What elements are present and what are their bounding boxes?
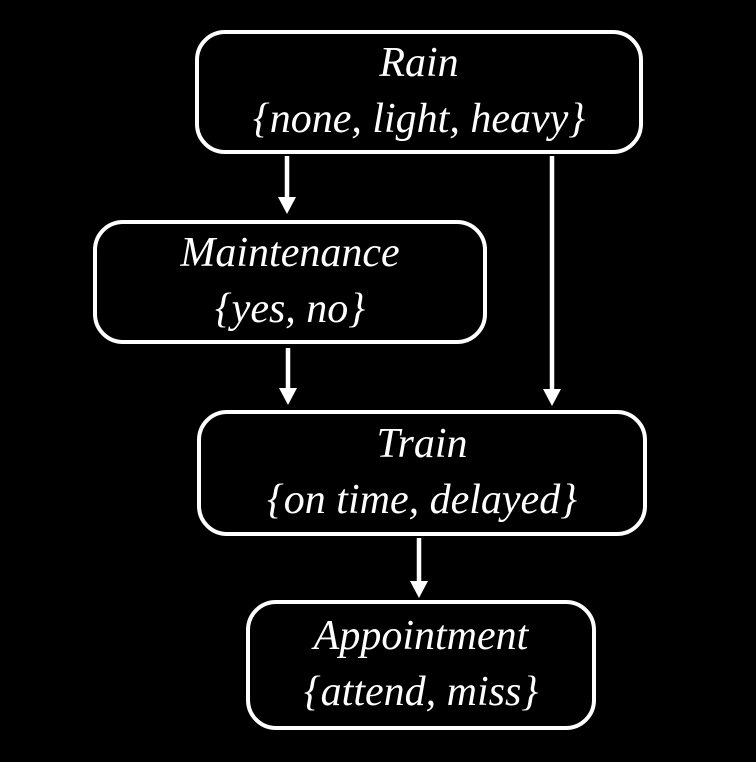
node-appointment-values: {attend, miss} bbox=[303, 669, 539, 715]
node-train-label: Train bbox=[376, 421, 468, 468]
node-appointment: Appointment {attend, miss} bbox=[246, 600, 596, 730]
node-train-values: {on time, delayed} bbox=[267, 477, 577, 523]
node-appointment-label: Appointment bbox=[313, 613, 529, 660]
node-maintenance: Maintenance {yes, no} bbox=[93, 220, 487, 344]
edge-rain-to-maintenance-arrow bbox=[278, 156, 296, 214]
node-train: Train {on time, delayed} bbox=[197, 410, 647, 536]
edge-train-to-appointment-arrow bbox=[410, 538, 428, 598]
node-rain: Rain {none, light, heavy} bbox=[195, 30, 643, 154]
node-rain-values: {none, light, heavy} bbox=[252, 96, 586, 142]
edge-maintenance-to-train-arrow bbox=[279, 348, 297, 405]
edge-rain-to-train-arrow bbox=[543, 156, 561, 406]
node-maintenance-values: {yes, no} bbox=[214, 286, 366, 332]
node-rain-label: Rain bbox=[379, 40, 459, 87]
node-maintenance-label: Maintenance bbox=[180, 230, 400, 277]
